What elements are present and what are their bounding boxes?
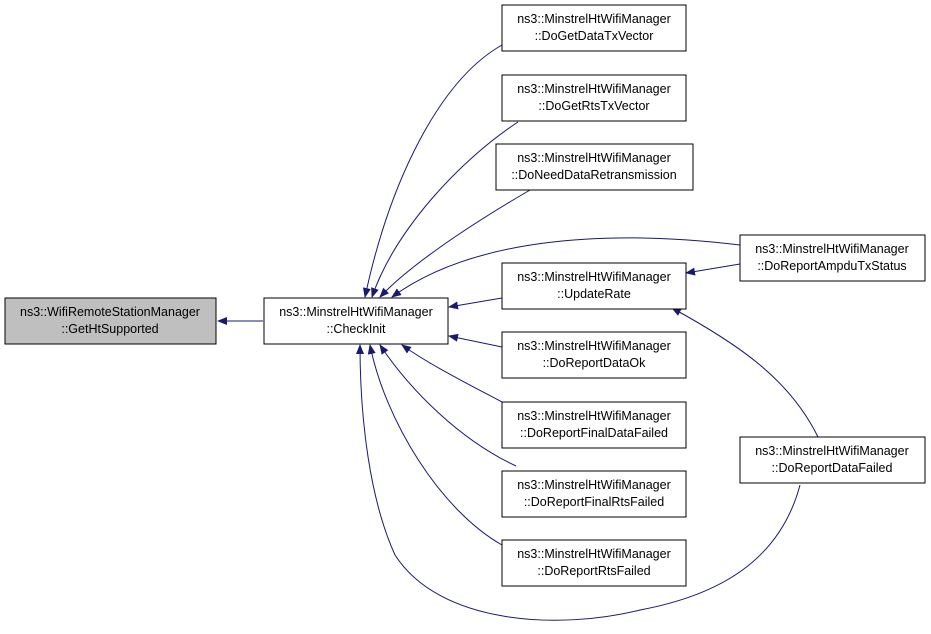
edge-rtsfailed-to-checkinit (367, 344, 503, 546)
node-label-line2: ::UpdateRate (557, 287, 631, 301)
node-label-line2: ::DoReportRtsFailed (537, 564, 650, 578)
node-do-report-final-data-failed[interactable]: ns3::MinstrelHtWifiManager ::DoReportFin… (501, 401, 687, 449)
node-do-need-data-retransmission[interactable]: ns3::MinstrelHtWifiManager ::DoNeedDataR… (495, 143, 694, 191)
edge-getrtstx-to-checkinit (371, 121, 519, 298)
node-get-ht-supported[interactable]: ns3::WifiRemoteStationManager ::GetHtSup… (4, 297, 217, 345)
node-label-line2: ::DoGetDataTxVector (535, 29, 654, 43)
node-label-line1: ns3::WifiRemoteStationManager (20, 305, 200, 319)
node-label-line1: ns3::MinstrelHtWifiManager (517, 409, 671, 423)
node-label-line2: ::DoReportDataOk (543, 356, 647, 370)
node-label-line1: ns3::MinstrelHtWifiManager (755, 242, 909, 256)
node-label-line1: ns3::MinstrelHtWifiManager (517, 547, 671, 561)
node-do-get-data-tx-vector[interactable]: ns3::MinstrelHtWifiManager ::DoGetDataTx… (501, 4, 687, 52)
node-update-rate[interactable]: ns3::MinstrelHtWifiManager ::UpdateRate (501, 262, 687, 310)
edge-needretx-to-checkinit (379, 189, 531, 298)
node-do-report-data-failed[interactable]: ns3::MinstrelHtWifiManager ::DoReportDat… (739, 436, 926, 484)
edge-finaldatafailed-to-checkinit (401, 344, 503, 403)
node-label-line1: ns3::MinstrelHtWifiManager (517, 270, 671, 284)
edge-datafailed-to-updaterate (671, 307, 819, 438)
node-label-line1: ns3::MinstrelHtWifiManager (517, 12, 671, 26)
edge-getdatatx-to-checkinit (362, 44, 503, 298)
node-label-line1: ns3::MinstrelHtWifiManager (279, 305, 433, 319)
edge-datafailed-to-checkinit (356, 344, 801, 621)
edge-updaterate-to-checkinit (448, 297, 503, 310)
node-do-report-final-rts-failed[interactable]: ns3::MinstrelHtWifiManager ::DoReportFin… (501, 470, 687, 518)
edge-ampdu-to-checkinit (391, 237, 741, 298)
node-label-line2: ::DoReportDataFailed (772, 461, 893, 475)
edge-ampdu-to-updaterate (685, 263, 741, 276)
node-label-line1: ns3::MinstrelHtWifiManager (517, 151, 671, 165)
node-label-line1: ns3::MinstrelHtWifiManager (517, 82, 671, 96)
node-label-line1: ns3::MinstrelHtWifiManager (517, 339, 671, 353)
node-label-line1: ns3::MinstrelHtWifiManager (755, 444, 909, 458)
node-label-line2: ::DoNeedDataRetransmission (511, 168, 676, 182)
edge-dataok-to-checkinit (448, 333, 503, 348)
node-label-line2: ::DoReportFinalRtsFailed (524, 495, 664, 509)
node-label-line2: ::DoReportAmpduTxStatus (757, 259, 906, 273)
node-label-line1: ns3::MinstrelHtWifiManager (517, 478, 671, 492)
node-label-line2: ::DoReportFinalDataFailed (520, 426, 668, 440)
node-label-line2: ::GetHtSupported (61, 322, 158, 336)
edge-finalrtsfailed-to-checkinit (379, 344, 517, 467)
node-do-report-rts-failed[interactable]: ns3::MinstrelHtWifiManager ::DoReportRts… (501, 539, 687, 587)
node-label-line2: ::DoGetRtsTxVector (538, 99, 649, 113)
node-do-report-ampdu-tx-status[interactable]: ns3::MinstrelHtWifiManager ::DoReportAmp… (739, 234, 926, 282)
node-label-line2: ::CheckInit (326, 322, 386, 336)
node-do-report-data-ok[interactable]: ns3::MinstrelHtWifiManager ::DoReportDat… (501, 331, 687, 379)
node-do-get-rts-tx-vector[interactable]: ns3::MinstrelHtWifiManager ::DoGetRtsTxV… (501, 74, 687, 122)
node-check-init[interactable]: ns3::MinstrelHtWifiManager ::CheckInit (263, 297, 449, 345)
edges (217, 44, 819, 621)
